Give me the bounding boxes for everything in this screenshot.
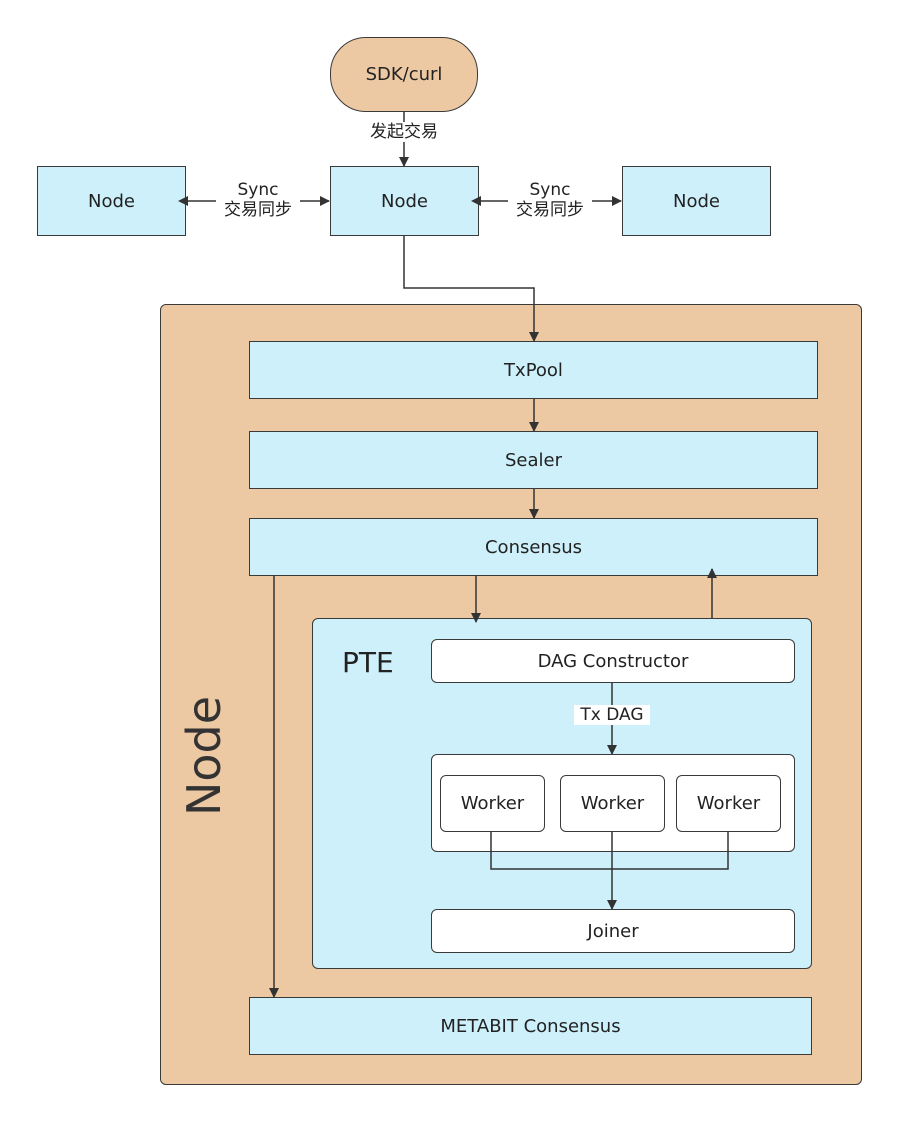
sync-left-line2: 交易同步: [224, 200, 292, 220]
peer-node-right: Node: [622, 166, 771, 236]
sync-right-line2: 交易同步: [516, 200, 584, 220]
pte-label: PTE: [342, 646, 394, 679]
submit-tx-label: 发起交易: [364, 122, 444, 142]
sync-right-label: Sync 交易同步: [508, 180, 592, 220]
sync-right-line1: Sync: [529, 180, 571, 200]
sdk-client: SDK/curl: [330, 37, 478, 112]
joiner: Joiner: [431, 909, 795, 953]
dag-constructor: DAG Constructor: [431, 639, 795, 683]
worker-3: Worker: [676, 775, 781, 832]
sync-left-label: Sync 交易同步: [216, 180, 300, 220]
txpool-module: TxPool: [249, 341, 818, 399]
line-worker-1: [490, 832, 729, 870]
tx-dag-label: Tx DAG: [574, 705, 650, 725]
sync-left-line1: Sync: [237, 180, 279, 200]
worker-2: Worker: [560, 775, 665, 832]
metabit-consensus-module: METABIT Consensus: [249, 997, 812, 1055]
sealer-module: Sealer: [249, 431, 818, 489]
consensus-module: Consensus: [249, 518, 818, 576]
arrow-node-to-txpool: [403, 236, 539, 342]
worker-1: Worker: [440, 775, 545, 832]
entry-node: Node: [330, 166, 479, 236]
